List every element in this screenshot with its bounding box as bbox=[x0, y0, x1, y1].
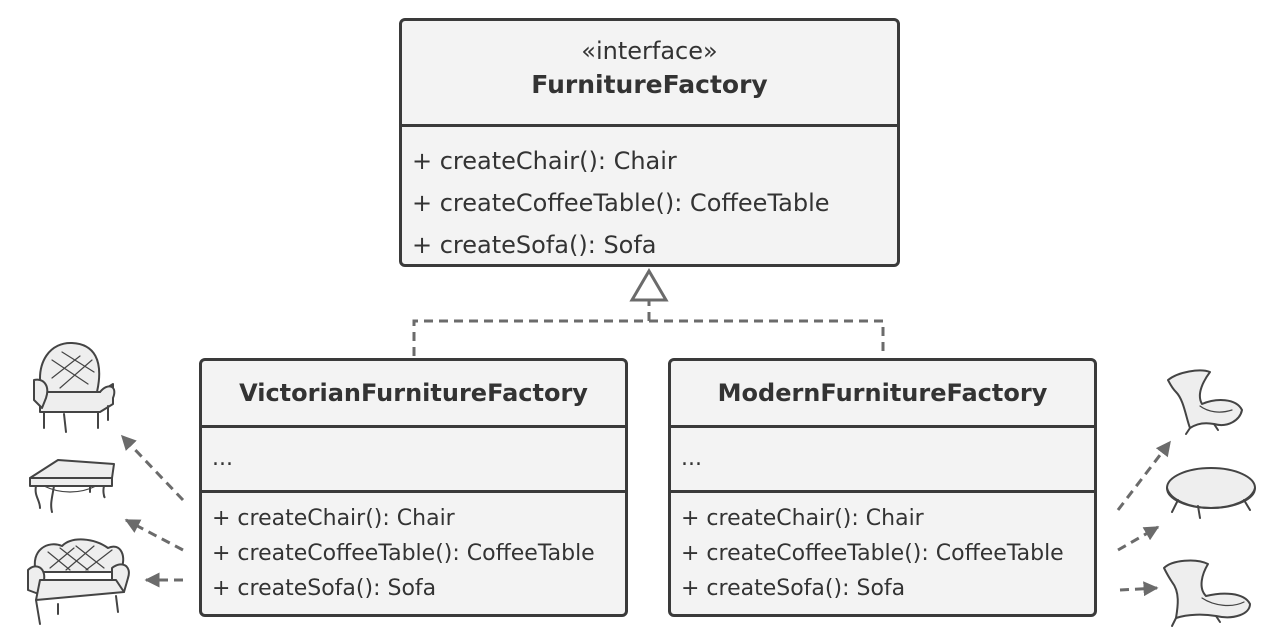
interface-header: «interface» FurnitureFactory bbox=[402, 21, 897, 124]
realization-connector bbox=[412, 301, 885, 356]
victorian-methods-section: + createChair(): Chair + createCoffeeTab… bbox=[202, 490, 625, 606]
victorian-header: VictorianFurnitureFactory bbox=[202, 361, 625, 425]
modern-method-create-sofa: + createSofa(): Sofa bbox=[681, 576, 906, 601]
victorian-fields-ellipsis: ... bbox=[212, 446, 233, 471]
victorian-method-create-sofa: + createSofa(): Sofa bbox=[212, 576, 437, 601]
modern-class-name: ModernFurnitureFactory bbox=[717, 379, 1048, 407]
modern-fields-ellipsis: ... bbox=[681, 446, 702, 471]
arrow-to-victorian-chair bbox=[120, 434, 185, 502]
victorian-sofa-icon bbox=[27, 538, 130, 625]
modern-product-arrows bbox=[1116, 440, 1172, 597]
arrow-to-modern-chair bbox=[1116, 440, 1172, 511]
arrow-to-modern-table bbox=[1117, 525, 1160, 552]
interface-class-name: FurnitureFactory bbox=[531, 70, 768, 99]
modern-chair-icon bbox=[1167, 369, 1243, 435]
victorian-fields-section: ... bbox=[202, 425, 625, 490]
arrow-to-victorian-table bbox=[124, 518, 184, 552]
victorian-furniture-factory-box: VictorianFurnitureFactory ... + createCh… bbox=[199, 358, 628, 617]
method-create-coffee-table: + createCoffeeTable(): CoffeeTable bbox=[412, 189, 830, 217]
modern-method-create-coffee-table: + createCoffeeTable(): CoffeeTable bbox=[681, 541, 1064, 566]
victorian-method-create-coffee-table: + createCoffeeTable(): CoffeeTable bbox=[212, 541, 595, 566]
modern-fields-section: ... bbox=[671, 425, 1094, 490]
victorian-class-name: VictorianFurnitureFactory bbox=[239, 379, 588, 407]
modern-furniture-factory-box: ModernFurnitureFactory ... + createChair… bbox=[668, 358, 1097, 617]
victorian-product-arrows bbox=[120, 434, 185, 588]
modern-method-create-chair: + createChair(): Chair bbox=[681, 506, 924, 531]
realization-triangle-icon bbox=[629, 268, 669, 302]
interface-stereotype: «interface» bbox=[581, 37, 718, 65]
modern-methods-section: + createChair(): Chair + createCoffeeTab… bbox=[671, 490, 1094, 606]
connector-victorian-line bbox=[412, 319, 885, 356]
victorian-method-create-chair: + createChair(): Chair bbox=[212, 506, 455, 531]
arrow-to-modern-sofa bbox=[1119, 581, 1159, 597]
furniture-factory-interface-box: «interface» FurnitureFactory + createCha… bbox=[399, 18, 900, 267]
modern-sofa-icon bbox=[1163, 559, 1251, 627]
victorian-coffee-table-icon bbox=[29, 459, 115, 513]
method-create-sofa: + createSofa(): Sofa bbox=[412, 231, 657, 259]
modern-coffee-table-icon bbox=[1166, 467, 1256, 519]
modern-header: ModernFurnitureFactory bbox=[671, 361, 1094, 425]
interface-methods-section: + createChair(): Chair + createCoffeeTab… bbox=[402, 124, 897, 264]
victorian-armchair-icon bbox=[33, 341, 116, 433]
method-create-chair: + createChair(): Chair bbox=[412, 147, 677, 175]
